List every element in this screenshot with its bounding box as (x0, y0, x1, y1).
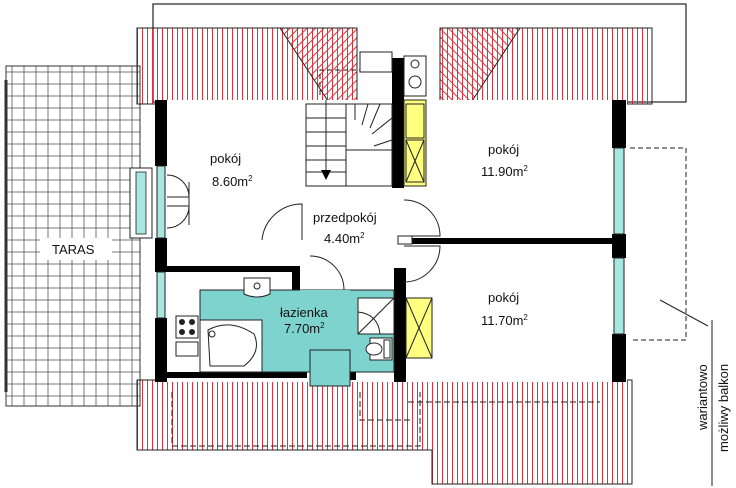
terrace: TARAS (4, 65, 141, 407)
window-right-1 (613, 147, 625, 235)
svg-text:8.60m2: 8.60m2 (212, 174, 253, 189)
svg-text:pokój: pokój (488, 142, 519, 157)
room-label-przedpokoj: przedpokój 4.40m2 (313, 210, 377, 246)
svg-text:pokój: pokój (488, 290, 519, 305)
svg-text:4.40m2: 4.40m2 (324, 231, 365, 246)
room-label-pokoj-left: pokój 8.60m2 (210, 151, 253, 189)
svg-text:pokój: pokój (210, 151, 241, 166)
room-label-lazienka: łazienka 7.70m2 (280, 305, 328, 336)
wardrobe-bottom (405, 297, 433, 359)
hall-doors (261, 199, 441, 291)
exterior-walls (155, 58, 626, 382)
balcony-leader (659, 299, 709, 327)
window-left-1 (156, 165, 166, 239)
svg-text:przedpokój: przedpokój (313, 210, 377, 225)
terrace-door (129, 167, 190, 239)
room-label-pokoj-top-right: pokój 11.90m2 (481, 142, 528, 179)
bathroom (175, 277, 395, 387)
svg-text:łazienka: łazienka (280, 305, 328, 320)
svg-text:7.70m2: 7.70m2 (284, 321, 325, 336)
balcony-variant (630, 147, 687, 341)
roof-top-right (439, 27, 653, 105)
roof-bottom (136, 379, 633, 485)
kitchenette-top (403, 55, 427, 187)
balcony-note-line2: możliwy balkon (716, 364, 731, 452)
window-left-2 (156, 271, 166, 319)
svg-text:11.90m2: 11.90m2 (481, 164, 528, 179)
room-label-pokoj-bottom-right: pokój 11.70m2 (481, 290, 528, 328)
svg-text:11.70m2: 11.70m2 (481, 313, 528, 328)
roof-top-left (136, 27, 358, 105)
balcony-note-line1: wariantowo (695, 364, 710, 431)
window-right-2 (613, 257, 625, 335)
terrace-label: TARAS (52, 242, 95, 257)
staircase (305, 51, 393, 187)
